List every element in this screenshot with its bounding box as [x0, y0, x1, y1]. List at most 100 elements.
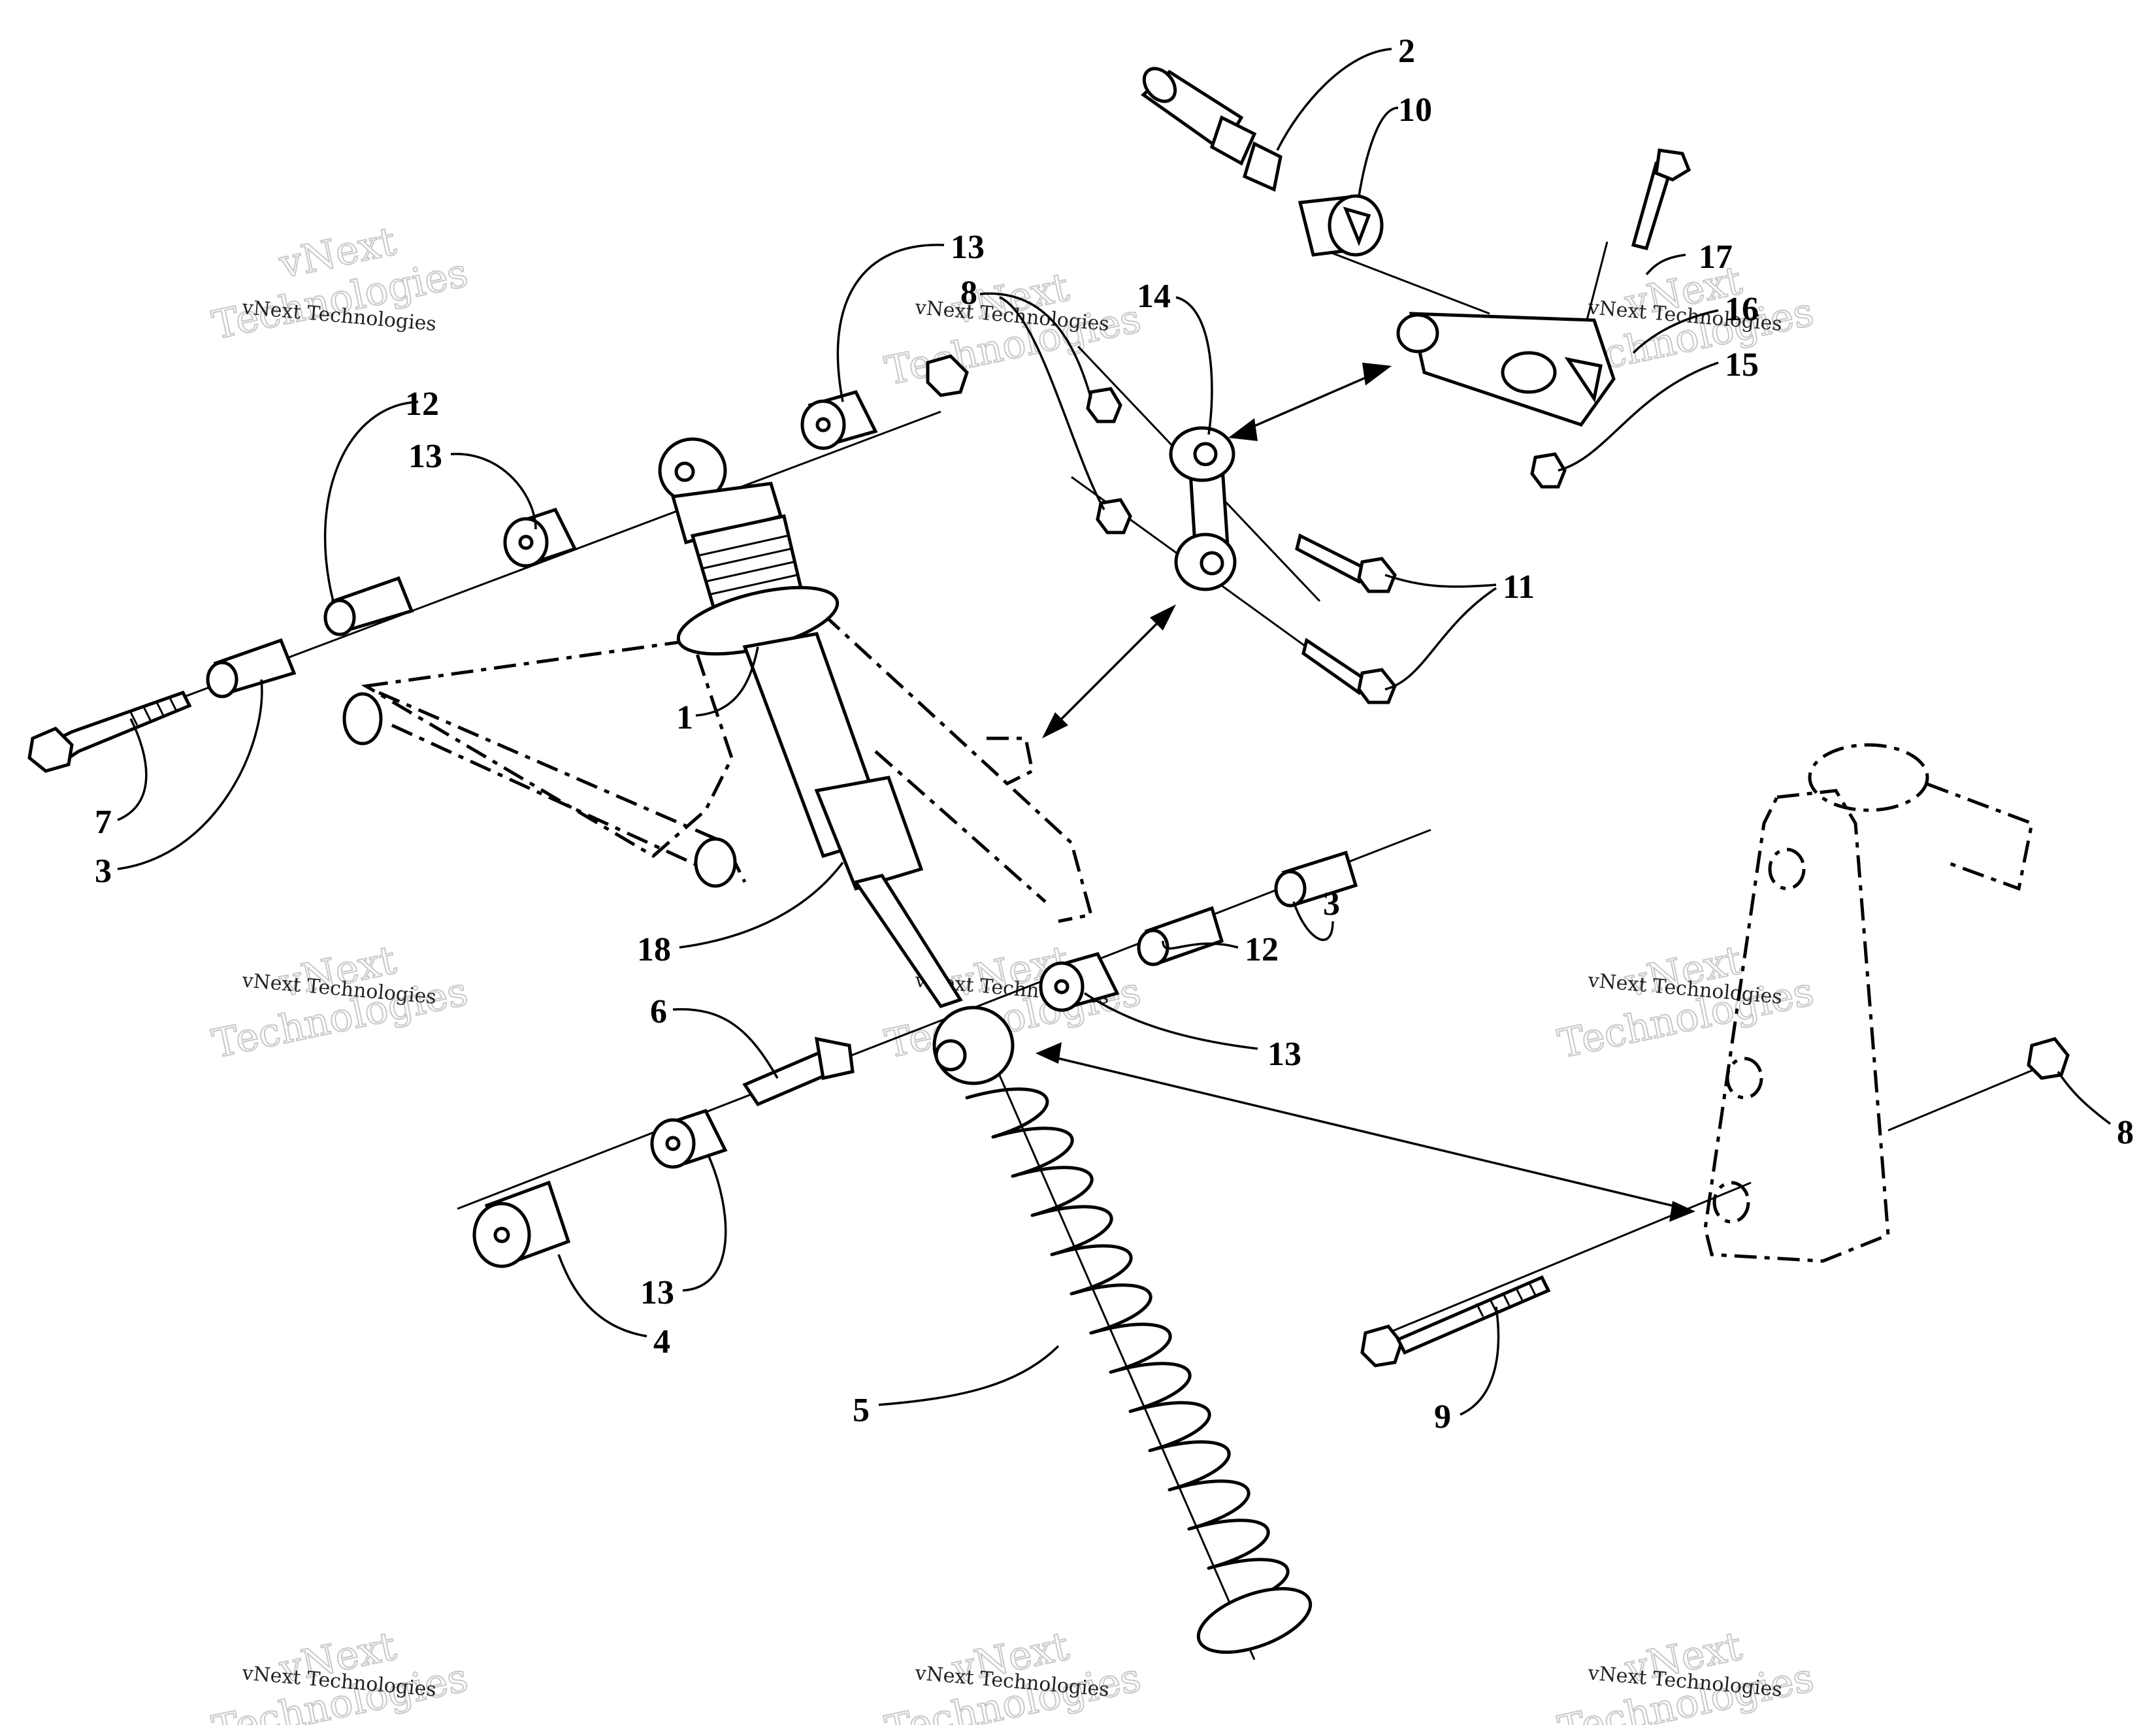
leader-5	[878, 1345, 1060, 1406]
leader-13-top	[836, 244, 945, 402]
callout-leaders	[117, 48, 2112, 1416]
shock-rod	[853, 874, 963, 1008]
lower-mount-hardware	[472, 850, 1358, 1268]
bushing-13-lower-left-hole	[665, 1136, 681, 1151]
leader-3-lower	[1292, 901, 1334, 942]
callout-2: 2	[1398, 33, 1415, 70]
leader-8-top-b	[999, 296, 1105, 510]
leader-3-left	[117, 679, 263, 870]
leader-12-top	[323, 401, 419, 602]
callout-9: 9	[1434, 1398, 1451, 1436]
callout-15: 15	[1725, 346, 1759, 384]
bolt-11-upper	[1295, 533, 1368, 584]
leader-18	[679, 861, 844, 949]
upper-mount-hardware	[27, 354, 969, 773]
leader-13-upper-left	[450, 453, 537, 530]
bolt-17-head	[1654, 148, 1691, 182]
callout-13: 13	[640, 1274, 674, 1311]
spacer-12-lower-end	[1137, 928, 1169, 966]
leader-16	[1632, 309, 1719, 354]
bracket-hole-upper	[1768, 847, 1806, 891]
shaft-2-square	[1242, 141, 1282, 192]
leader-6	[672, 1008, 779, 1079]
leader-7	[117, 718, 148, 821]
callout-6: 6	[650, 993, 667, 1030]
leader-17	[1645, 254, 1686, 276]
a-frame-tube-end	[342, 692, 383, 746]
shaft-axis	[1319, 247, 1490, 315]
link-14-upper-hole	[1193, 442, 1218, 467]
a-frame-reference	[342, 613, 1094, 923]
spacer-3-end	[206, 661, 238, 698]
upper-bolt-axis	[39, 410, 941, 753]
shaft-arm-assembly	[1140, 67, 1691, 489]
bolt-9-head	[1360, 1324, 1403, 1368]
callout-11: 11	[1503, 568, 1535, 606]
leader-8-top-a	[979, 292, 1092, 399]
leader-13-lower-right	[1084, 992, 1258, 1050]
watermarks: vNext Technologies vNext Technologies vN…	[208, 218, 1818, 1725]
watermark: vNext Technologies	[1554, 1622, 1818, 1725]
leader-4	[557, 1254, 647, 1338]
arrow-shock-to-bracket	[1045, 1054, 1686, 1210]
a-frame-outline	[361, 638, 734, 859]
watermark: vNext Technologies	[881, 1622, 1145, 1725]
arrow-link-to-arm	[1234, 368, 1386, 436]
shock-lower-eye-hole	[934, 1039, 967, 1072]
link-14-lower-hole	[1200, 551, 1224, 576]
linkage-assembly	[1086, 387, 1397, 704]
arm-16-slot	[1501, 351, 1557, 394]
leader-2	[1276, 48, 1392, 151]
nut-8-lower	[2027, 1037, 2070, 1080]
arrowhead	[1042, 712, 1068, 738]
coil-spring	[965, 1087, 1313, 1654]
callout-4: 4	[653, 1323, 670, 1360]
nut-8-link-upper	[1086, 387, 1122, 423]
bushing-10-square-hole	[1343, 206, 1371, 246]
nut-8-link-lower	[1096, 498, 1132, 534]
bolt-9-shank	[1396, 1275, 1551, 1355]
spring-end	[1196, 1586, 1313, 1654]
bolt-9-threads	[1475, 1281, 1537, 1317]
a-frame-arm	[874, 750, 1047, 903]
bolt-7-threads	[129, 697, 178, 726]
bolt-11-lower-head	[1357, 668, 1397, 704]
callout-13: 13	[951, 229, 985, 266]
bracket-outline	[1703, 789, 1890, 1263]
bolt-11-upper-head	[1357, 557, 1397, 593]
callout-12: 12	[405, 386, 439, 423]
shaft-2-end	[1142, 67, 1177, 103]
shock-lower-sleeve	[814, 776, 924, 891]
arm-16-square-hole	[1564, 357, 1603, 403]
nut-8-axis	[1887, 1064, 2046, 1132]
bolt-7-head	[27, 727, 74, 773]
callout-1: 1	[676, 699, 693, 736]
arrowhead	[1150, 604, 1176, 631]
leader-15	[1558, 361, 1719, 472]
arrowhead	[1036, 1042, 1062, 1064]
arrowhead	[1228, 418, 1258, 441]
bracket-hole-middle	[1725, 1057, 1763, 1100]
bushing-13-lower-right-hole	[1054, 979, 1070, 994]
leader-11-b	[1384, 587, 1497, 691]
leader-14	[1175, 296, 1213, 435]
callout-13: 13	[1267, 1036, 1301, 1073]
arrowhead	[1669, 1201, 1695, 1222]
callout-17: 17	[1699, 238, 1733, 276]
bushing-13-upper-hole	[815, 417, 831, 433]
callout-labels: 2 10 13 8 14 17 16 15 11 12 13 1 7 3 18 …	[95, 33, 2134, 1436]
bushing-4-hole	[493, 1226, 510, 1243]
spacer-3-lower-end	[1274, 870, 1307, 908]
callout-12: 12	[1245, 931, 1279, 968]
callout-7: 7	[95, 804, 112, 841]
callout-18: 18	[637, 931, 671, 968]
relation-arrows	[1036, 363, 1695, 1222]
callout-10: 10	[1398, 91, 1432, 129]
pin-6-head	[814, 1036, 855, 1081]
bolt-11-lower	[1301, 637, 1368, 695]
a-frame-tube	[391, 723, 707, 871]
spacer-12-end	[323, 599, 356, 636]
bolt-9-axis	[1371, 1181, 1752, 1341]
callout-14: 14	[1137, 278, 1171, 315]
frame-bracket-reference	[1360, 743, 2070, 1368]
